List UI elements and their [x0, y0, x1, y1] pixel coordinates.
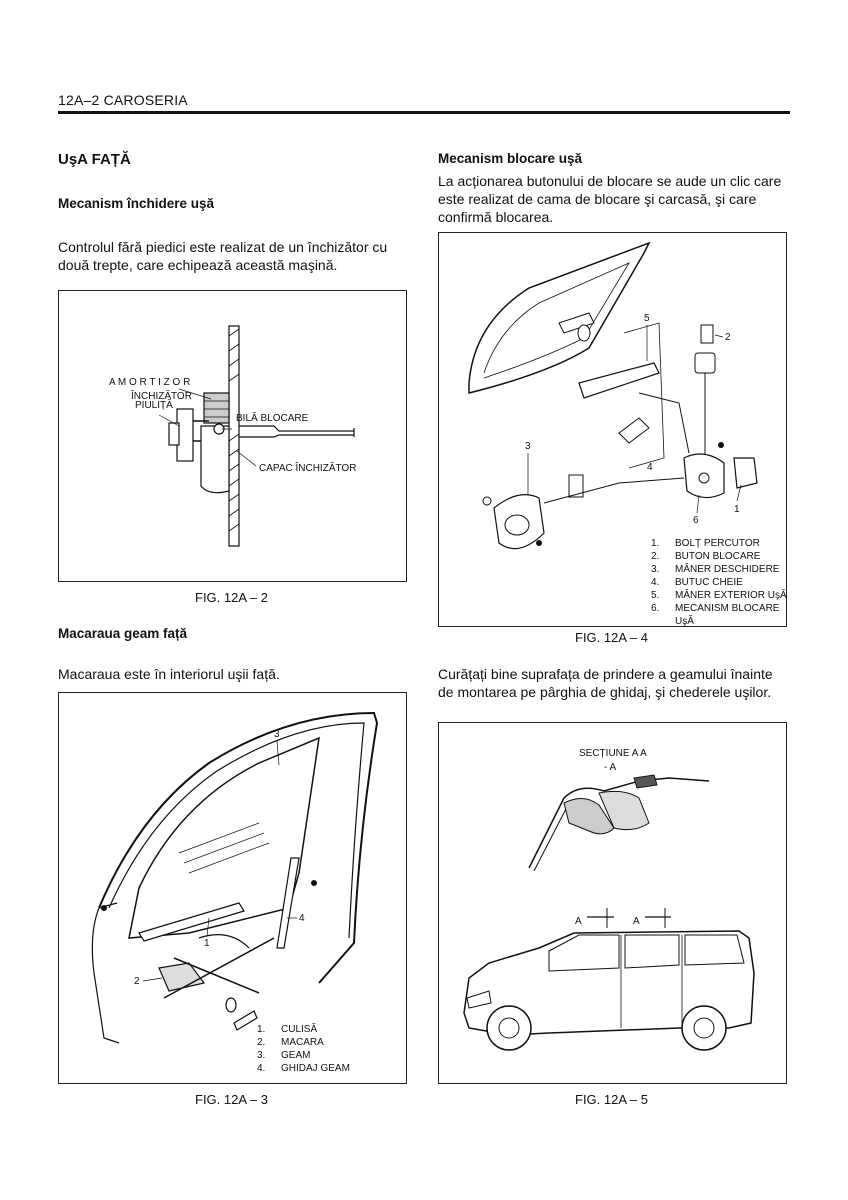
- callout-6: 6: [693, 515, 699, 526]
- window-regulator-text: Macaraua este în interiorul uşii față.: [58, 666, 280, 682]
- figure-12a-3: 3 4 1 2 1.CULISĂ 2.MACARA 3.GEAM 4.GHIDA…: [58, 692, 407, 1084]
- figure-12a-5: SECȚIUNE A A - A A A A A: [438, 722, 787, 1084]
- section-label-2: - A: [604, 762, 617, 773]
- figure-12a-4: 5 2 3 4 6 1 1.BOLȚ PERCUTOR 2.BUTON BLOC…: [438, 232, 787, 627]
- callout-3: 3: [525, 441, 531, 452]
- figure-12a-4-caption: FIG. 12A – 4: [575, 630, 648, 645]
- callout-2: 2: [134, 976, 140, 987]
- closing-mechanism-heading: Mecanism închidere uşă: [58, 196, 215, 211]
- legend-item: UşĂ: [675, 616, 694, 627]
- window-regulator-diagram: 3 4 1 2: [91, 711, 379, 1044]
- legend-item: 6.MECANISM BLOCARE: [651, 603, 780, 614]
- callout-3: 3: [274, 729, 280, 740]
- mark-a-2: A: [633, 916, 640, 927]
- label-amortizor: A M O R T I Z O R: [109, 377, 190, 388]
- car-section-diagram: SECȚIUNE A A - A A A A A: [463, 748, 755, 1051]
- callout-1: 1: [734, 504, 740, 515]
- legend-item: 3.GEAM: [257, 1050, 311, 1061]
- label-capac-inchizator: CAPAC ÎNCHIZĂTOR: [259, 461, 356, 474]
- figure-12a-2: A M O R T I Z O R ÎNCHIZĂTOR PIULIȚĂ BIL…: [58, 290, 407, 582]
- callout-5: 5: [644, 313, 650, 324]
- figure-12a-4-legend: 1.BOLȚ PERCUTOR 2.BUTON BLOCARE 3.MÂNER …: [651, 537, 787, 628]
- figure-12a-3-caption: FIG. 12A – 3: [195, 1092, 268, 1107]
- figure-12a-2-caption: FIG. 12A – 2: [195, 590, 268, 605]
- callout-1: 1: [204, 938, 210, 949]
- legend-item: 4.BUTUC CHEIE: [651, 577, 743, 588]
- legend-item: 4.GHIDAJ GEAM: [257, 1063, 350, 1074]
- closing-mechanism-text: Controlul fără piedici este realizat de …: [58, 239, 388, 273]
- legend-item: 3.MÂNER DESCHIDERE: [651, 564, 780, 575]
- legend-item: 2.MACARA: [257, 1037, 324, 1048]
- window-regulator-heading: Macaraua geam față: [58, 626, 188, 641]
- callout-4: 4: [299, 913, 305, 924]
- figure-12a-5-caption: FIG. 12A – 5: [575, 1092, 648, 1107]
- label-inchizator: ÎNCHIZĂTOR: [130, 389, 192, 402]
- legend-item: 5.MÂNER EXTERIOR UşĂ: [651, 590, 787, 601]
- page-header: 12A–2 CAROSERIA: [58, 92, 188, 108]
- callout-4: 4: [647, 462, 653, 473]
- locking-mechanism-text: La acționarea butonului de blocare se au…: [438, 173, 782, 225]
- door-latch-diagram: A M O R T I Z O R ÎNCHIZĂTOR PIULIȚĂ BIL…: [109, 325, 356, 547]
- callout-2: 2: [725, 332, 731, 343]
- door-lock-diagram: 5 2 3 4 6 1: [468, 241, 758, 550]
- label-piulita: PIULIȚĂ: [135, 398, 173, 411]
- mark-a-1: A: [575, 916, 582, 927]
- glass-cleaning-text: Curățați bine suprafața de prindere a ge…: [438, 666, 773, 700]
- legend-item: 1.CULISĂ: [257, 1024, 318, 1035]
- legend-item: 1.BOLȚ PERCUTOR: [651, 538, 760, 549]
- label-bila-blocare: BILĂ BLOCARE: [236, 411, 309, 424]
- header-rule: [58, 111, 790, 114]
- locking-mechanism-heading: Mecanism blocare uşă: [438, 151, 583, 166]
- legend-item: 2.BUTON BLOCARE: [651, 551, 761, 562]
- section-label-1: SECȚIUNE A A: [579, 748, 647, 759]
- figure-12a-3-legend: 1.CULISĂ 2.MACARA 3.GEAM 4.GHIDAJ GEAM: [257, 1023, 350, 1075]
- section-title: UşA FAȚĂ: [58, 151, 131, 168]
